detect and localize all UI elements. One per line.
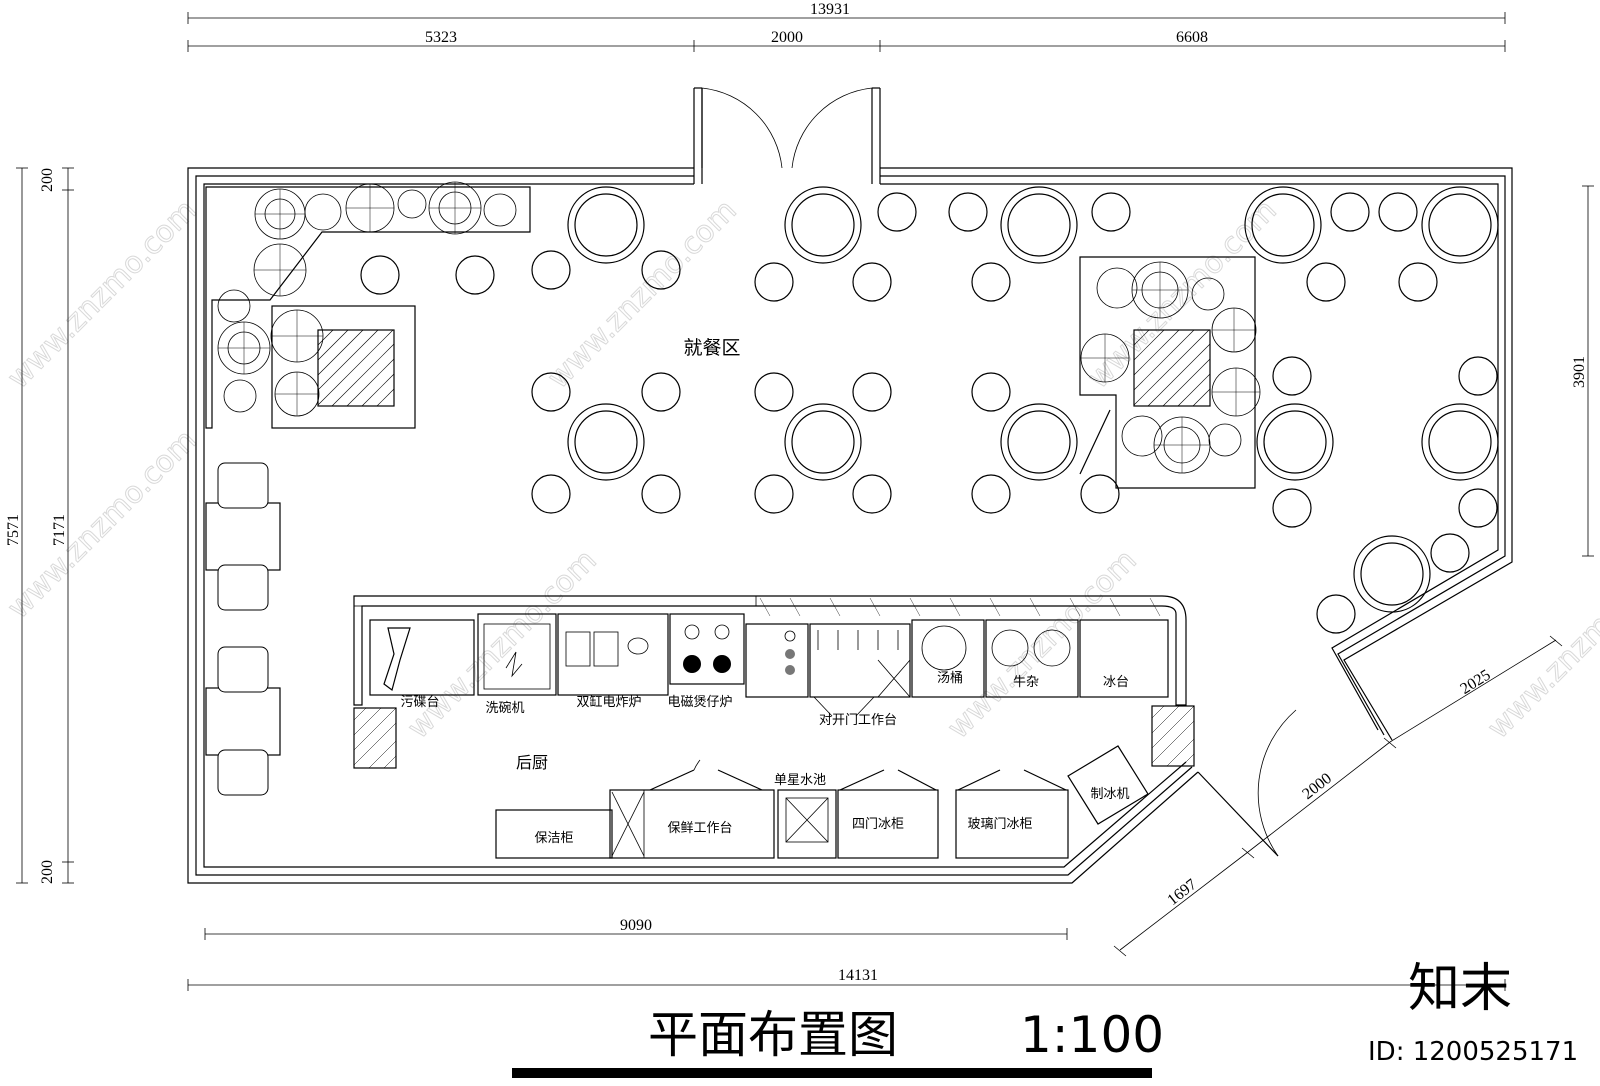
label-glass-door-fridge: 玻璃门冰柜	[967, 817, 1032, 832]
dim-top-total: 13931	[810, 1, 850, 18]
table-large	[567, 186, 1499, 613]
zone-label-kitchen: 后厨	[516, 753, 548, 772]
zone-label-dining: 就餐区	[683, 337, 740, 359]
double-door-bench-unit	[745, 623, 809, 698]
label-fryer: 双缸电炸炉	[576, 694, 641, 710]
dim-bottom-total: 14131	[838, 967, 878, 984]
soup-bucket-unit	[911, 619, 985, 698]
stool	[360, 192, 1498, 634]
dim-top-seg1: 5323	[425, 29, 457, 46]
dim-left-inner: 7171	[51, 514, 68, 546]
watermark-id: ID: 1200525171	[1368, 1037, 1578, 1067]
label-dish-table: 污碟台	[400, 695, 439, 710]
beef-offal-unit	[985, 619, 1079, 698]
label-four-door-fridge: 四门冰柜	[852, 817, 904, 832]
watermark-text: www.znzmo.com	[1081, 193, 1284, 396]
glass-door-fridge-unit	[955, 789, 1069, 859]
label-double-door-bench: 对开门工作台	[819, 713, 897, 728]
label-beef-offal: 牛杂	[1013, 675, 1039, 690]
cleaning-cabinet-unit	[495, 809, 613, 859]
fresh-bench-unit	[609, 789, 775, 859]
dining-tables	[205, 186, 1499, 796]
fryer-unit	[557, 613, 669, 696]
dim-left-bottom: 200	[39, 860, 56, 884]
booth	[205, 462, 281, 796]
dim-top-seg3: 6608	[1176, 29, 1208, 46]
pillar-left	[353, 707, 397, 769]
watermark-text: www.znzmo.com	[541, 193, 744, 396]
shrub	[217, 181, 1261, 474]
ice-table-unit	[1079, 619, 1169, 698]
watermark-text: www.znzmo.com	[1, 423, 204, 626]
dim-left-total: 7571	[5, 514, 22, 546]
kitchen	[353, 595, 1195, 859]
walls	[187, 87, 1513, 884]
drawing-scale: 1:100	[1020, 1006, 1164, 1064]
watermark-text: www.znzmo.com	[1, 193, 204, 396]
label-dishwasher: 洗碗机	[485, 700, 524, 716]
label-ice-table: 冰台	[1103, 675, 1129, 690]
four-door-fridge-unit	[837, 789, 939, 859]
planters	[205, 181, 1261, 489]
dishwasher-unit	[477, 613, 557, 696]
title-underline	[512, 1068, 1152, 1078]
label-induction: 电磁煲仔炉	[667, 694, 732, 710]
dim-right: 3901	[1571, 356, 1588, 388]
label-soup-bucket: 汤桶	[937, 671, 963, 686]
dim-left-top: 200	[39, 168, 56, 192]
induction-unit	[669, 613, 745, 685]
dim-diag3: 1697	[1164, 876, 1200, 909]
labels: 就餐区 后厨 污碟台 洗碗机 双缸电炸炉 电磁煲仔炉 对开门工作台 汤桶 牛杂 …	[400, 337, 1129, 846]
dish-table-unit	[369, 619, 475, 696]
label-ice-maker: 制冰机	[1090, 787, 1129, 802]
dim-diag1: 2025	[1458, 666, 1494, 697]
watermark-text: www.znzmo.com	[1481, 543, 1600, 746]
ice-maker-unit	[1067, 745, 1149, 825]
single-sink-unit	[777, 789, 837, 859]
label-fresh-bench: 保鲜工作台	[667, 821, 732, 836]
title-block: 平面布置图 1:100 知末 ID: 1200525171	[512, 959, 1578, 1078]
label-cleaning-cabinet: 保洁柜	[534, 831, 573, 846]
pillar-right	[1151, 705, 1195, 767]
brand-watermark: 知末	[1408, 959, 1512, 1019]
drawing-title: 平面布置图	[648, 1006, 898, 1064]
label-single-sink: 单星水池	[774, 773, 826, 788]
dim-top-seg2: 2000	[771, 29, 803, 46]
dim-bottom-inner: 9090	[620, 917, 652, 934]
watermark-text: www.znzmo.com	[941, 543, 1144, 746]
